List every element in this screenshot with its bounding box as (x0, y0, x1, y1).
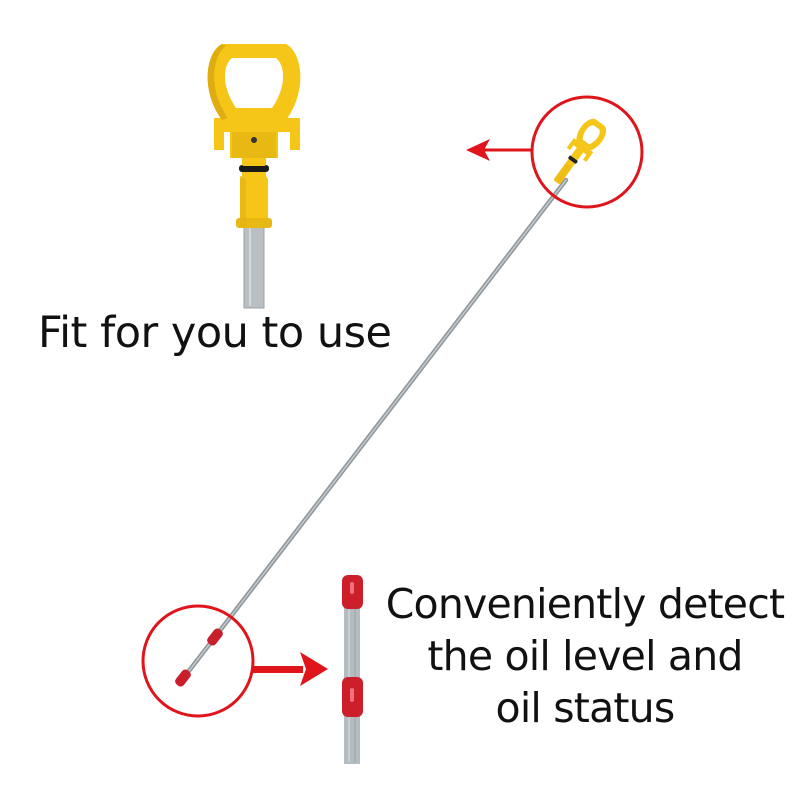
dipstick-handle-icon (554, 118, 606, 184)
caption-oil-level: Conveniently detect the oil level and oi… (380, 578, 790, 734)
callout-circle-top-icon (530, 95, 644, 209)
caption-fit-for-use: Fit for you to use (38, 308, 392, 358)
caption-line-3: oil status (495, 684, 676, 732)
level-marker-icon (175, 628, 223, 687)
callout-circle-bottom-icon (141, 604, 255, 718)
arrow-right-icon (253, 652, 328, 686)
dipstick-rod-icon (179, 177, 569, 683)
caption-line-1: Conveniently detect (385, 580, 785, 628)
rod-tip-closeup-icon (342, 575, 363, 764)
handle-closeup-icon (207, 44, 301, 309)
arrow-left-icon (466, 139, 532, 161)
caption-line-2: the oil level and (427, 632, 743, 680)
